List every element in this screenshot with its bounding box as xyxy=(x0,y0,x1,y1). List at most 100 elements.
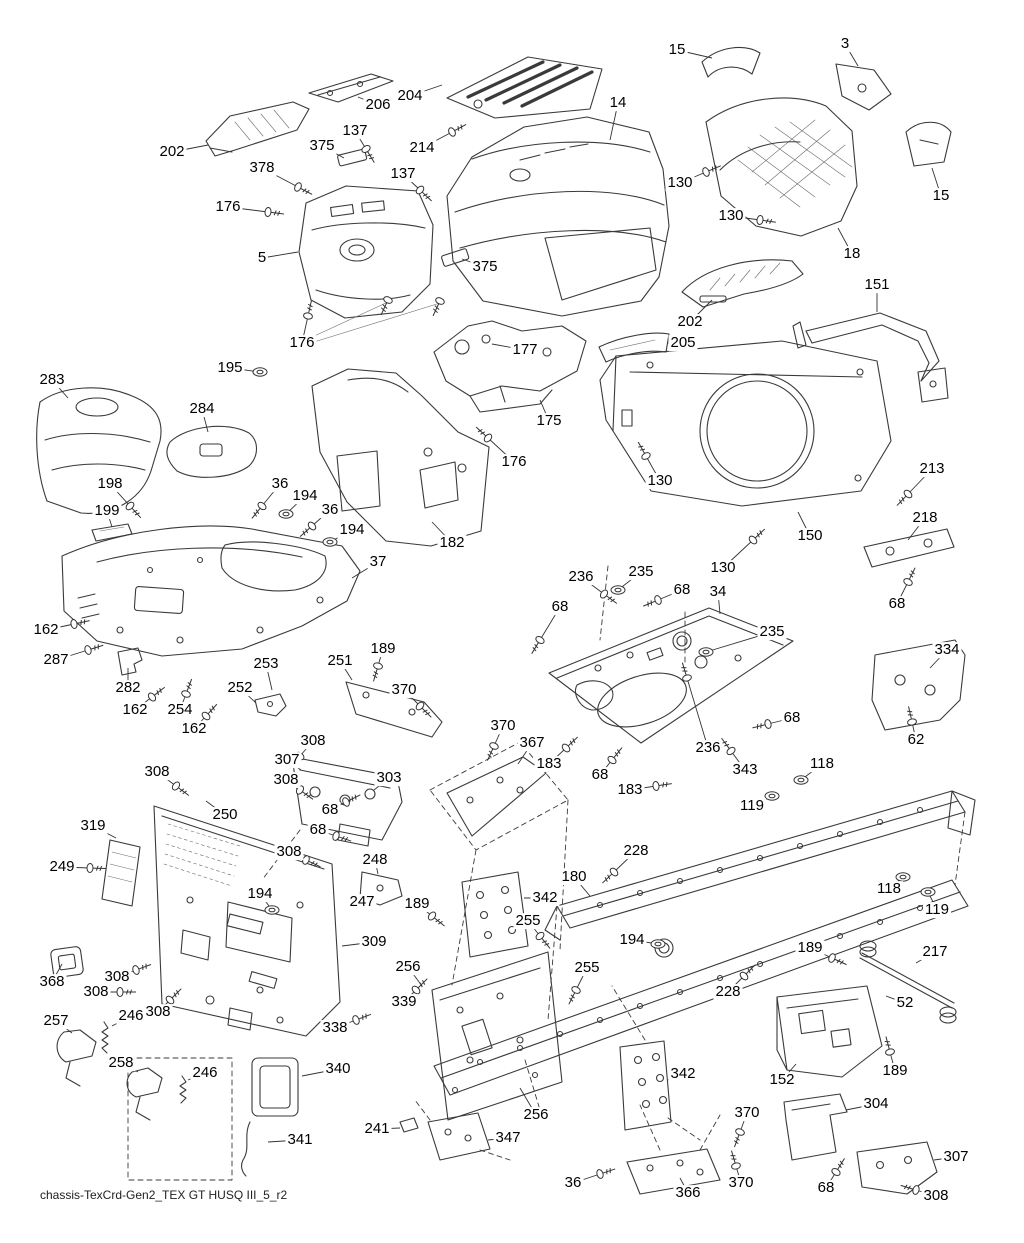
part-callout: 202 xyxy=(157,143,187,161)
part-callout: 176 xyxy=(213,198,243,216)
screw-glyph xyxy=(446,119,469,138)
part-callout: 3 xyxy=(838,35,852,53)
part-callout: 119 xyxy=(923,901,951,919)
part-callout: 68 xyxy=(671,581,693,599)
screw-glyph xyxy=(124,500,145,522)
part-callout: 342 xyxy=(668,1065,698,1083)
part-callout: 249 xyxy=(47,858,77,876)
part-callout: 287 xyxy=(41,651,71,669)
part-callout: 183 xyxy=(534,755,564,773)
part-callout: 258 xyxy=(106,1054,136,1072)
part-callout: 284 xyxy=(187,400,217,418)
washer-glyph xyxy=(650,939,666,949)
part-callout: 368 xyxy=(37,973,67,991)
part-callout: 195 xyxy=(215,359,245,377)
screw-glyph xyxy=(651,778,673,792)
screw-glyph xyxy=(292,181,315,199)
washer-glyph xyxy=(278,509,294,519)
part-callout: 248 xyxy=(360,851,390,869)
screw-glyph xyxy=(903,704,918,727)
part-callout: 347 xyxy=(493,1129,523,1147)
part-callout: 68 xyxy=(319,801,341,819)
part-callout: 198 xyxy=(95,475,125,493)
screw-glyph xyxy=(131,959,154,976)
part-callout: 68 xyxy=(307,821,329,839)
part-callout: 304 xyxy=(861,1095,891,1113)
screw-glyph xyxy=(426,910,448,931)
part-callout: 217 xyxy=(920,943,950,961)
part-callout: 218 xyxy=(910,509,940,527)
part-callout: 343 xyxy=(730,761,760,779)
washer-glyph xyxy=(252,367,268,377)
part-callout: 236 xyxy=(566,568,596,586)
part-callout: 194 xyxy=(290,487,320,505)
part-callout: 370 xyxy=(732,1104,762,1122)
part-callout: 255 xyxy=(513,912,543,930)
washer-glyph xyxy=(793,775,809,785)
screw-glyph xyxy=(116,987,137,997)
screw-glyph xyxy=(414,184,436,205)
part-callout: 18 xyxy=(841,245,863,263)
screw-glyph xyxy=(606,744,627,766)
part-callout: 228 xyxy=(713,983,743,1001)
part-callout: 308 xyxy=(274,843,304,861)
screw-glyph xyxy=(633,439,652,462)
screw-glyph xyxy=(893,488,914,510)
leader-lines xyxy=(45,43,957,1197)
part-callout: 308 xyxy=(102,968,132,986)
drawing-id: chassis-TexCrd-Gen2_TEX GT HUSQ III_5_r2 xyxy=(40,1188,288,1202)
screw-glyph xyxy=(700,161,723,178)
part-callout: 308 xyxy=(142,763,172,781)
part-callout: 14 xyxy=(607,94,629,112)
part-callout: 338 xyxy=(320,1019,350,1037)
washer-glyph xyxy=(920,887,936,897)
part-callout: 202 xyxy=(675,313,705,331)
part-callout: 378 xyxy=(247,159,277,177)
washer-glyph xyxy=(698,647,714,657)
part-callout: 213 xyxy=(917,460,947,478)
part-callout: 228 xyxy=(621,842,651,860)
part-callout: 375 xyxy=(307,137,337,155)
screw-glyph xyxy=(598,866,620,887)
part-callout: 307 xyxy=(941,1148,971,1166)
washer-glyph xyxy=(322,537,338,547)
part-callout: 235 xyxy=(757,623,787,641)
part-callout: 256 xyxy=(521,1106,551,1124)
screw-glyph xyxy=(640,594,663,611)
screw-glyph xyxy=(527,634,546,657)
part-callout: 341 xyxy=(285,1131,315,1149)
part-callout: 137 xyxy=(340,122,370,140)
line-art xyxy=(36,47,976,1195)
screw-glyph xyxy=(755,214,777,228)
part-callout: 68 xyxy=(549,598,571,616)
part-callout: 246 xyxy=(190,1064,220,1082)
part-callout: 34 xyxy=(707,583,729,601)
part-callout: 282 xyxy=(113,679,143,697)
screw-glyph xyxy=(360,143,379,166)
part-callout: 308 xyxy=(271,771,301,789)
part-callout: 152 xyxy=(767,1071,797,1089)
part-callout: 370 xyxy=(726,1174,756,1192)
part-callout: 36 xyxy=(269,475,291,493)
part-callout: 204 xyxy=(395,87,425,105)
part-callout: 375 xyxy=(470,258,500,276)
screw-glyph xyxy=(902,565,920,588)
part-callout: 52 xyxy=(894,994,916,1012)
part-callout: 309 xyxy=(359,933,389,951)
part-callout: 308 xyxy=(81,983,111,1001)
part-callout: 194 xyxy=(617,931,647,949)
part-callout: 189 xyxy=(880,1062,910,1080)
part-callout: 68 xyxy=(781,709,803,727)
washer-glyph xyxy=(764,791,780,801)
part-callout: 194 xyxy=(245,885,275,903)
screw-glyph xyxy=(302,298,317,321)
part-callout: 334 xyxy=(932,641,962,659)
part-callout: 303 xyxy=(374,769,404,787)
part-callout: 342 xyxy=(530,889,560,907)
part-callout: 257 xyxy=(41,1012,71,1030)
washer-glyph xyxy=(264,905,280,915)
part-callout: 189 xyxy=(368,640,398,658)
screw-glyph xyxy=(296,520,318,541)
part-callout: 370 xyxy=(389,681,419,699)
part-callout: 235 xyxy=(626,563,656,581)
